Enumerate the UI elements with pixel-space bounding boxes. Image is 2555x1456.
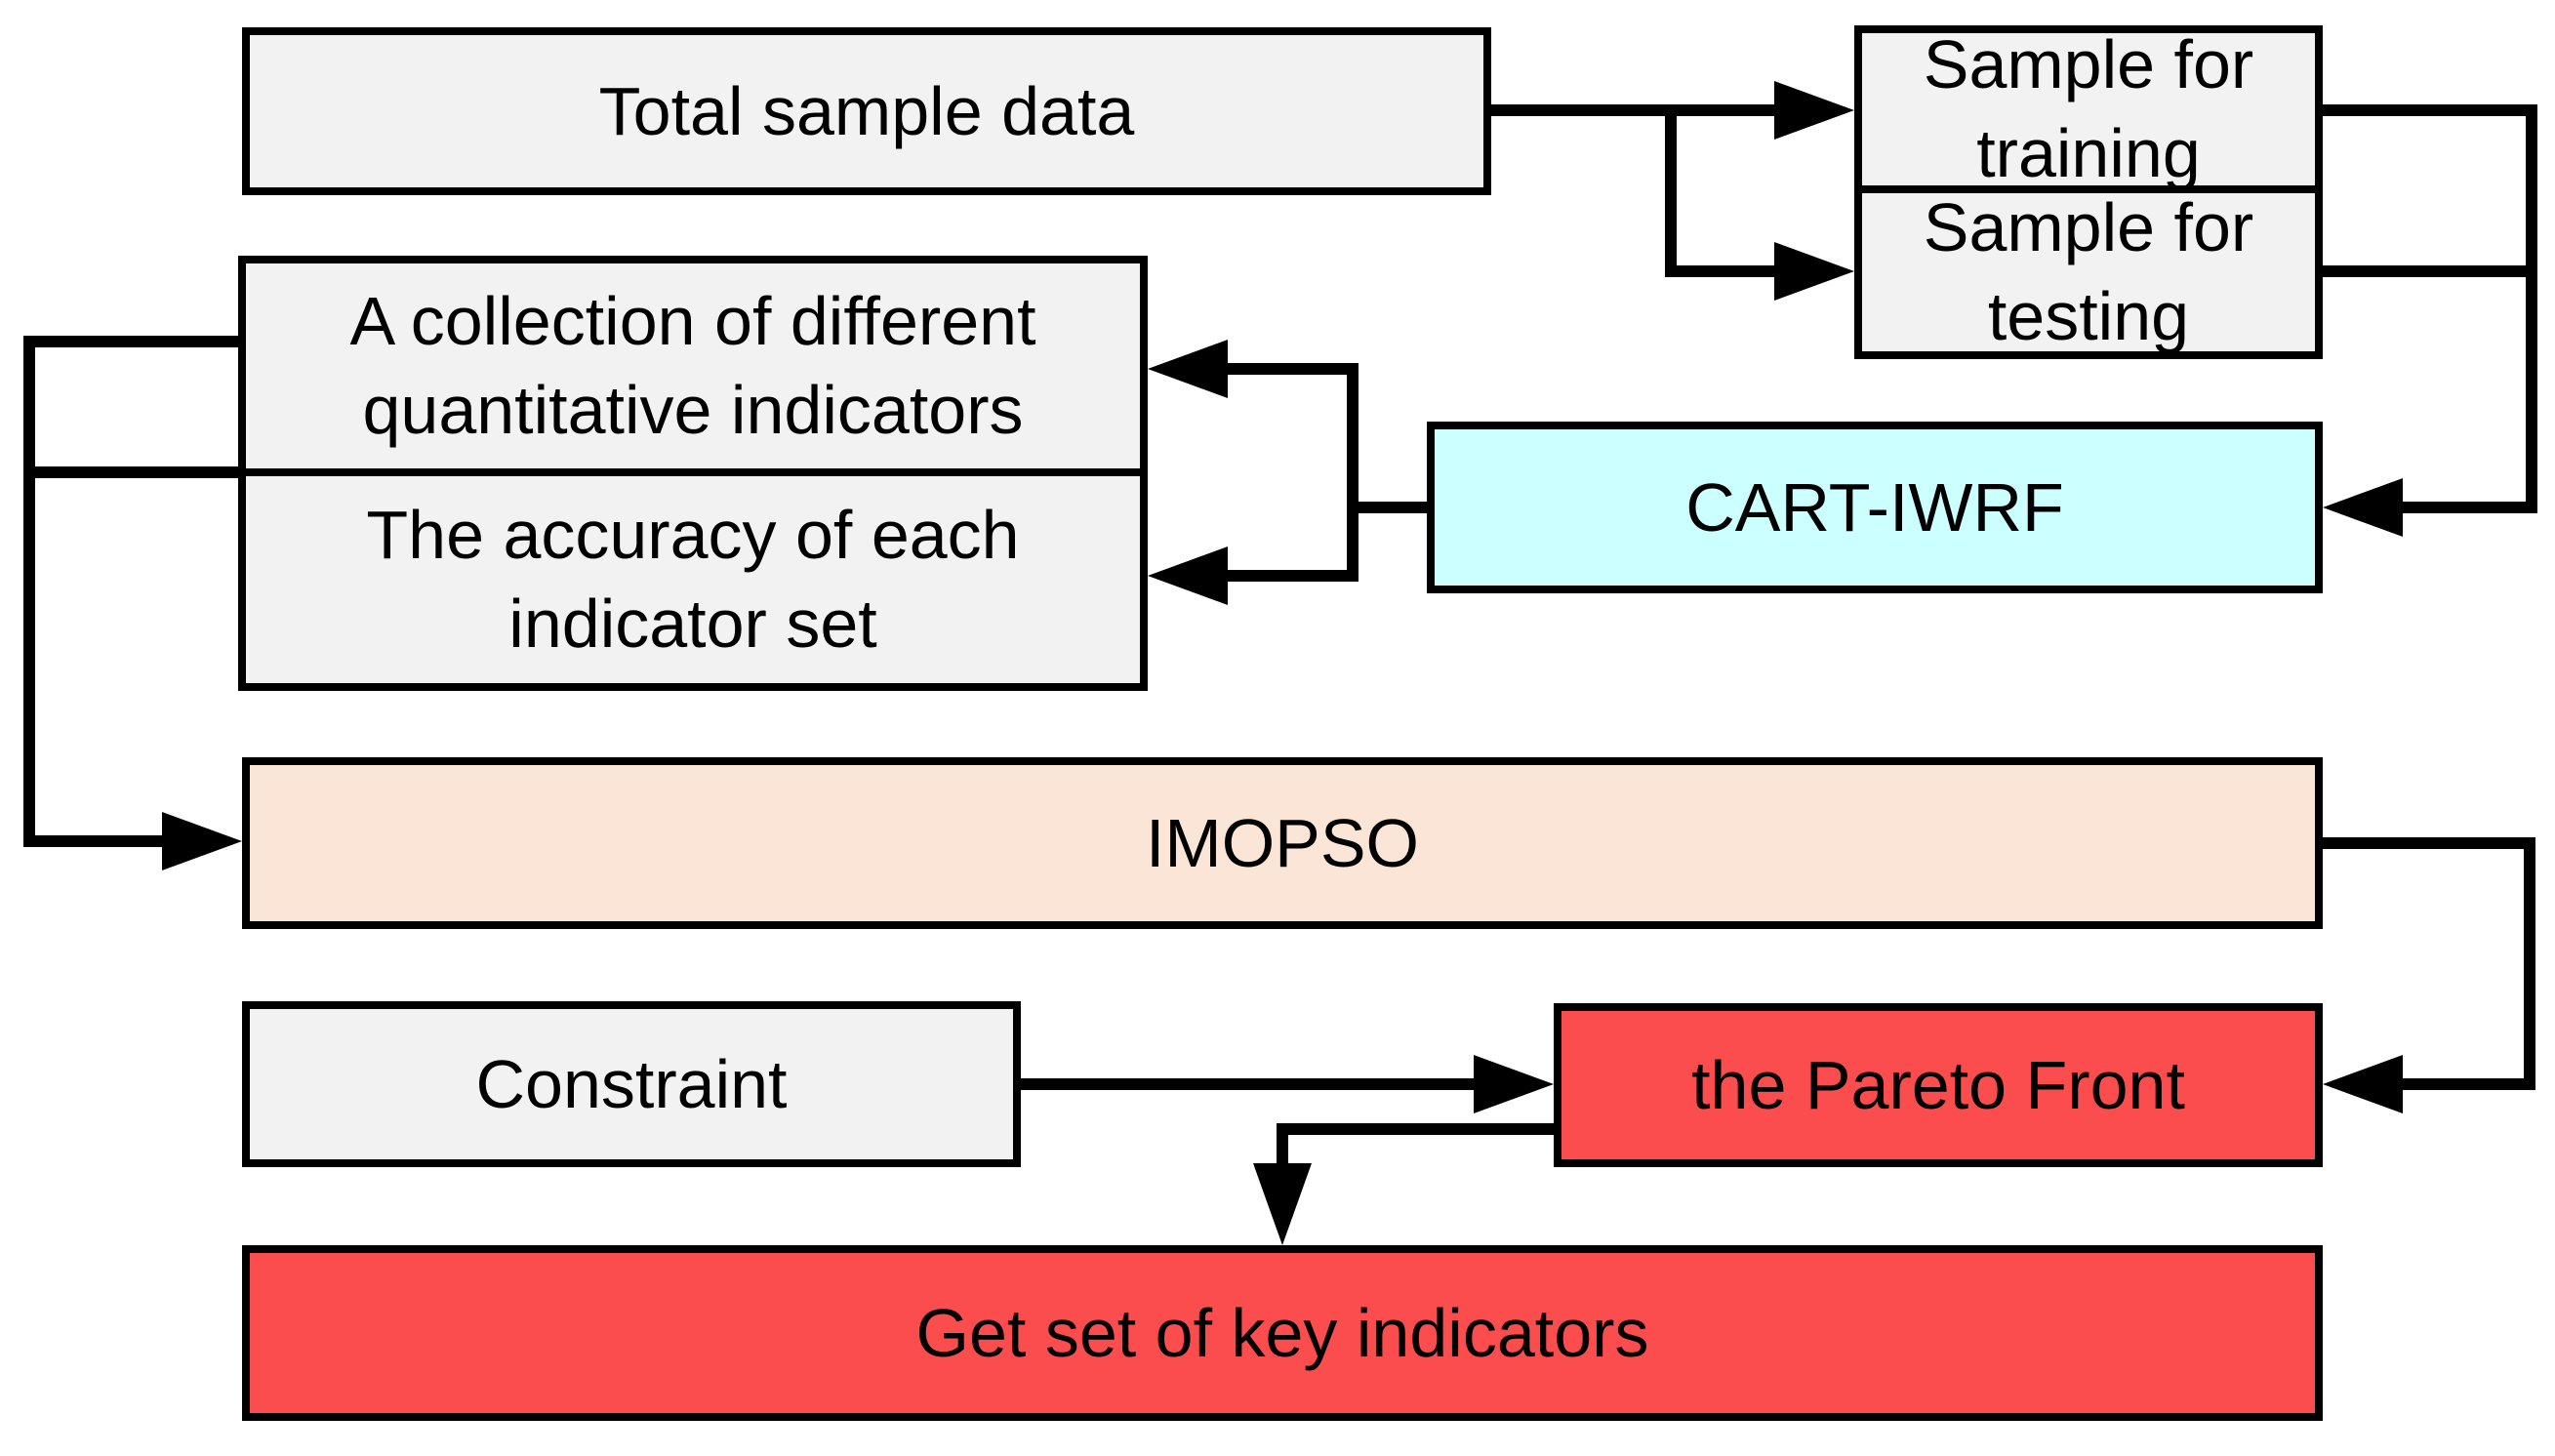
edge-total-branch-line bbox=[1665, 104, 1677, 277]
node-total-sample-data: Total sample data bbox=[242, 27, 1491, 195]
node-label: testing bbox=[1987, 278, 2190, 354]
node-key-indicators: Get set of key indicators bbox=[242, 1245, 2323, 1421]
node-label: the Pareto Front bbox=[1691, 1046, 2185, 1123]
edge-collection-out-line bbox=[23, 336, 238, 347]
edge-training-out-line bbox=[2323, 104, 2537, 116]
arrowhead-into-testing-icon bbox=[1774, 242, 1854, 301]
edge-cart-out-line bbox=[1353, 502, 1427, 513]
node-label: Constraint bbox=[475, 1045, 788, 1122]
edge-accuracy-out-line bbox=[23, 466, 238, 478]
arrowhead-into-pareto-right-icon bbox=[2323, 1055, 2403, 1113]
node-indicator-collection: A collection of different quantitative i… bbox=[238, 256, 1148, 476]
arrowhead-into-pareto-left-icon bbox=[1474, 1055, 1554, 1113]
node-label: The accuracy of each bbox=[366, 497, 1020, 573]
node-label: Sample for bbox=[1923, 26, 2254, 102]
edge-imopso-to-pareto-line bbox=[2403, 1078, 2535, 1090]
node-label: indicator set bbox=[508, 586, 877, 662]
node-constraint: Constraint bbox=[242, 1001, 1021, 1167]
node-imopso: IMOPSO bbox=[242, 757, 2323, 929]
arrowhead-into-key-indicators-icon bbox=[1253, 1163, 1312, 1245]
arrowhead-into-imopso-icon bbox=[162, 812, 242, 870]
edge-samples-to-cart-line bbox=[2403, 502, 2537, 513]
edge-cart-to-collection-line bbox=[1228, 363, 1359, 375]
edge-testing-out-line bbox=[2323, 265, 2537, 277]
node-label: quantitative indicators bbox=[362, 372, 1024, 448]
node-label: A collection of different bbox=[349, 283, 1036, 359]
edge-total-to-testing-line bbox=[1665, 265, 1774, 277]
arrowhead-into-training-icon bbox=[1774, 81, 1854, 140]
edge-left-down-line bbox=[23, 336, 35, 847]
node-label: training bbox=[1976, 115, 2201, 191]
node-label: IMOPSO bbox=[1145, 804, 1420, 881]
edge-constraint-to-pareto-line bbox=[1021, 1078, 1474, 1090]
node-indicator-accuracy: The accuracy of each indicator set bbox=[238, 468, 1148, 691]
arrowhead-into-accuracy-icon bbox=[1148, 546, 1228, 605]
node-pareto-front: the Pareto Front bbox=[1554, 1003, 2323, 1167]
edge-imopso-down-line bbox=[2524, 837, 2535, 1090]
edge-into-imopso-line bbox=[23, 835, 162, 847]
edge-total-to-training-line bbox=[1491, 104, 1774, 116]
arrowhead-into-collection-icon bbox=[1148, 340, 1228, 398]
edge-samples-down-line bbox=[2526, 104, 2537, 513]
node-label: Total sample data bbox=[598, 72, 1135, 149]
node-cart-iwrf: CART-IWRF bbox=[1427, 422, 2323, 593]
edge-cart-branch-line bbox=[1347, 363, 1359, 582]
node-sample-for-training: Sample for training bbox=[1854, 25, 2323, 193]
edge-imopso-out-line bbox=[2323, 837, 2535, 849]
node-label: CART-IWRF bbox=[1685, 468, 2064, 546]
node-label: Get set of key indicators bbox=[915, 1294, 1649, 1371]
node-label: Sample for bbox=[1923, 189, 2254, 265]
edge-pareto-down-line bbox=[1277, 1123, 1288, 1169]
edge-cart-to-accuracy-line bbox=[1228, 570, 1359, 582]
node-sample-for-testing: Sample for testing bbox=[1854, 185, 2323, 359]
arrowhead-into-cart-iwrf-icon bbox=[2323, 478, 2403, 537]
edge-pareto-out-line bbox=[1277, 1123, 1554, 1135]
